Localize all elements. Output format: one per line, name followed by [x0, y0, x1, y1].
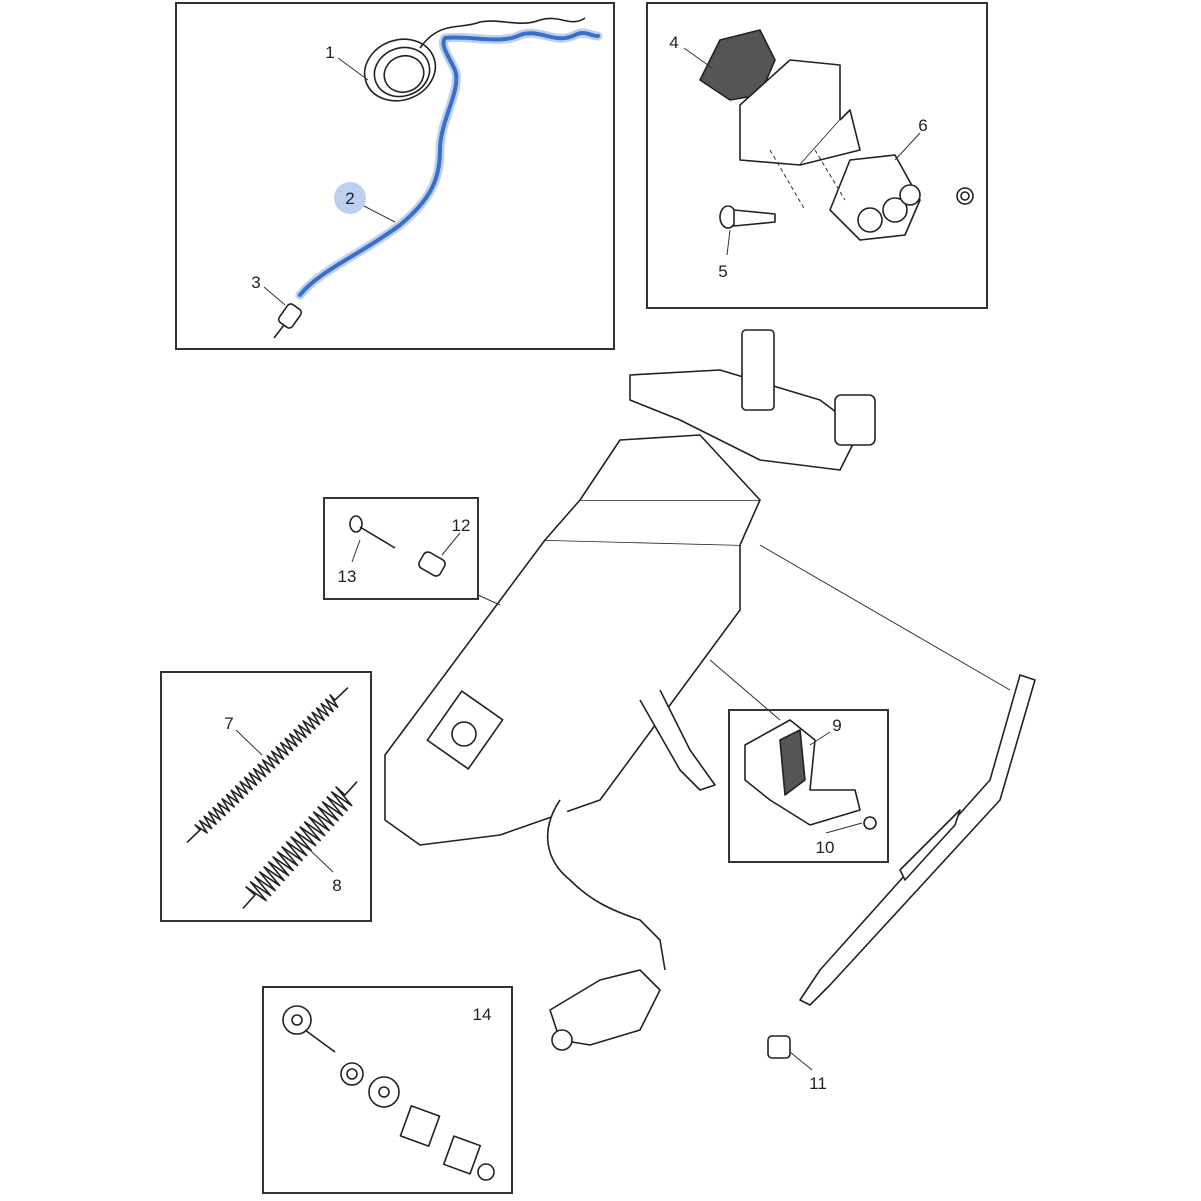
callout-6[interactable]: 6 — [918, 116, 927, 135]
callout-4[interactable]: 4 — [669, 33, 678, 52]
part-7-spring[interactable] — [186, 686, 349, 844]
part-10-nut[interactable] — [863, 816, 877, 830]
callout-10[interactable]: 10 — [816, 838, 835, 857]
callout-8[interactable]: 8 — [332, 876, 341, 895]
part-11-strap[interactable] — [767, 674, 1036, 1059]
part-14-fixing-kit[interactable] — [282, 1005, 495, 1181]
steering-column-assembly[interactable] — [384, 329, 1011, 1051]
callout-14[interactable]: 14 — [473, 1005, 492, 1024]
detail-box-springs — [160, 671, 372, 922]
callout-2-highlight — [334, 182, 366, 214]
callout-11[interactable]: 11 — [809, 1074, 827, 1093]
callout-12[interactable]: 12 — [452, 516, 471, 535]
callout-1[interactable]: 1 — [325, 43, 334, 62]
part-13-bolt[interactable] — [349, 515, 396, 549]
detail-box-lever — [646, 2, 988, 309]
part-2-cable-highlighted[interactable] — [295, 28, 603, 300]
callout-7[interactable]: 7 — [224, 714, 233, 733]
callout-9[interactable]: 9 — [832, 716, 841, 735]
part-12-bush[interactable] — [417, 550, 447, 578]
callout-2[interactable]: 2 — [345, 189, 354, 208]
detail-box-cable — [175, 2, 615, 350]
callout-13[interactable]: 13 — [338, 567, 357, 586]
callout-5[interactable]: 5 — [718, 262, 727, 281]
part-3-cable-fitting[interactable] — [273, 302, 303, 339]
part-1-coiled-cable[interactable] — [356, 17, 586, 111]
detail-box-fixings — [262, 986, 513, 1194]
leader-lines — [235, 47, 921, 1071]
detail-box-bracket — [728, 709, 889, 863]
part-4-lever-handle[interactable] — [699, 29, 861, 166]
part-9-bracket[interactable] — [744, 719, 861, 826]
detail-box-bolt — [323, 497, 479, 600]
part-5-bolt[interactable] — [719, 205, 776, 229]
part-6-lock-mechanism[interactable] — [769, 149, 974, 241]
callout-3[interactable]: 3 — [251, 273, 260, 292]
part-8-spring[interactable] — [242, 781, 358, 909]
